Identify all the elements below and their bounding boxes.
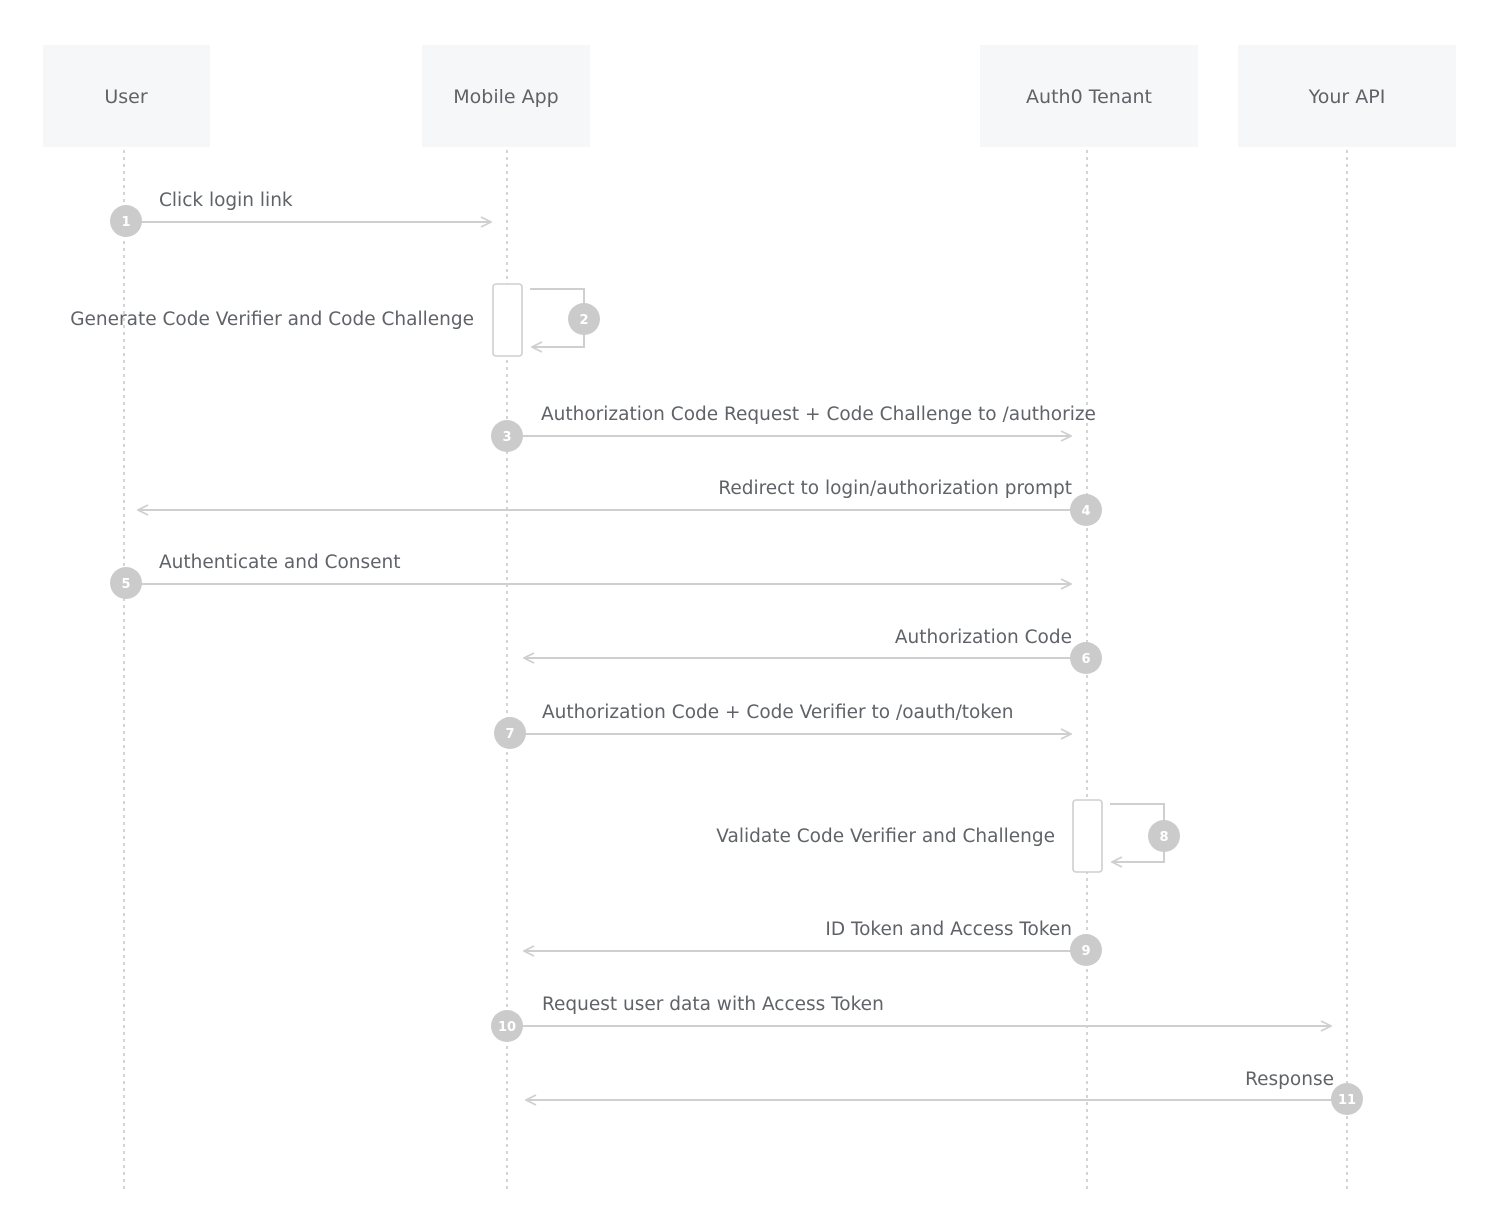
step-badge <box>110 567 142 599</box>
actor-box <box>1238 45 1456 147</box>
message-label: Click login link <box>159 190 293 211</box>
step-number: 10 <box>498 1020 516 1035</box>
step-number: 9 <box>1081 944 1090 959</box>
message-label: Authorization Code <box>895 627 1072 648</box>
step-badge <box>1148 820 1180 852</box>
actor-your-api: Your API <box>1238 45 1456 147</box>
message-1: Click login link 1 <box>110 190 491 237</box>
step-number: 1 <box>121 215 130 230</box>
actor-label: Your API <box>1308 86 1386 108</box>
actor-box <box>980 45 1198 147</box>
step-badge <box>110 205 142 237</box>
step-badge <box>1331 1083 1363 1115</box>
actor-label: User <box>104 86 147 108</box>
message-11: Response 11 <box>526 1069 1363 1115</box>
step-number: 2 <box>579 313 588 328</box>
message-label: Authorization Code Request + Code Challe… <box>541 404 1096 425</box>
step-number: 7 <box>505 727 514 742</box>
message-4: Redirect to login/authorization prompt 4 <box>138 478 1102 526</box>
step-badge <box>1070 494 1102 526</box>
step-number: 6 <box>1081 652 1090 667</box>
step-number: 4 <box>1081 504 1090 519</box>
message-label: Authenticate and Consent <box>159 552 401 573</box>
message-label: Redirect to login/authorization prompt <box>718 478 1072 499</box>
actor-box <box>43 45 210 147</box>
actor-auth0-tenant: Auth0 Tenant <box>980 45 1198 147</box>
activation-box <box>492 283 523 357</box>
message-10: Request user data with Access Token 10 <box>491 994 1331 1042</box>
actor-user: User <box>43 45 210 147</box>
step-badge <box>494 717 526 749</box>
step-number: 8 <box>1159 830 1168 845</box>
message-5: Authenticate and Consent 5 <box>110 552 1071 599</box>
step-badge <box>491 1010 523 1042</box>
step-badge <box>491 420 523 452</box>
message-label: ID Token and Access Token <box>825 919 1072 940</box>
step-badge <box>1070 642 1102 674</box>
message-6: Authorization Code 6 <box>524 627 1102 674</box>
message-label: Request user data with Access Token <box>542 994 884 1015</box>
step-number: 3 <box>502 430 511 445</box>
actor-label: Mobile App <box>453 86 558 108</box>
message-8: Validate Code Verifier and Challenge 8 <box>716 799 1180 873</box>
actor-box <box>422 45 590 147</box>
step-badge <box>568 303 600 335</box>
message-9: ID Token and Access Token 9 <box>524 919 1102 966</box>
actor-mobile-app: Mobile App <box>422 45 590 147</box>
message-label: Generate Code Verifier and Code Challeng… <box>70 309 474 330</box>
step-number: 11 <box>1338 1093 1356 1108</box>
message-label: Authorization Code + Code Verifier to /o… <box>542 702 1014 723</box>
message-2: Generate Code Verifier and Code Challeng… <box>70 283 600 357</box>
message-3: Authorization Code Request + Code Challe… <box>491 404 1096 452</box>
message-7: Authorization Code + Code Verifier to /o… <box>494 702 1071 749</box>
step-number: 5 <box>121 577 130 592</box>
step-badge <box>1070 934 1102 966</box>
actor-label: Auth0 Tenant <box>1026 86 1152 108</box>
message-label: Validate Code Verifier and Challenge <box>716 826 1055 847</box>
activation-box <box>1072 799 1103 873</box>
message-label: Response <box>1245 1069 1334 1090</box>
